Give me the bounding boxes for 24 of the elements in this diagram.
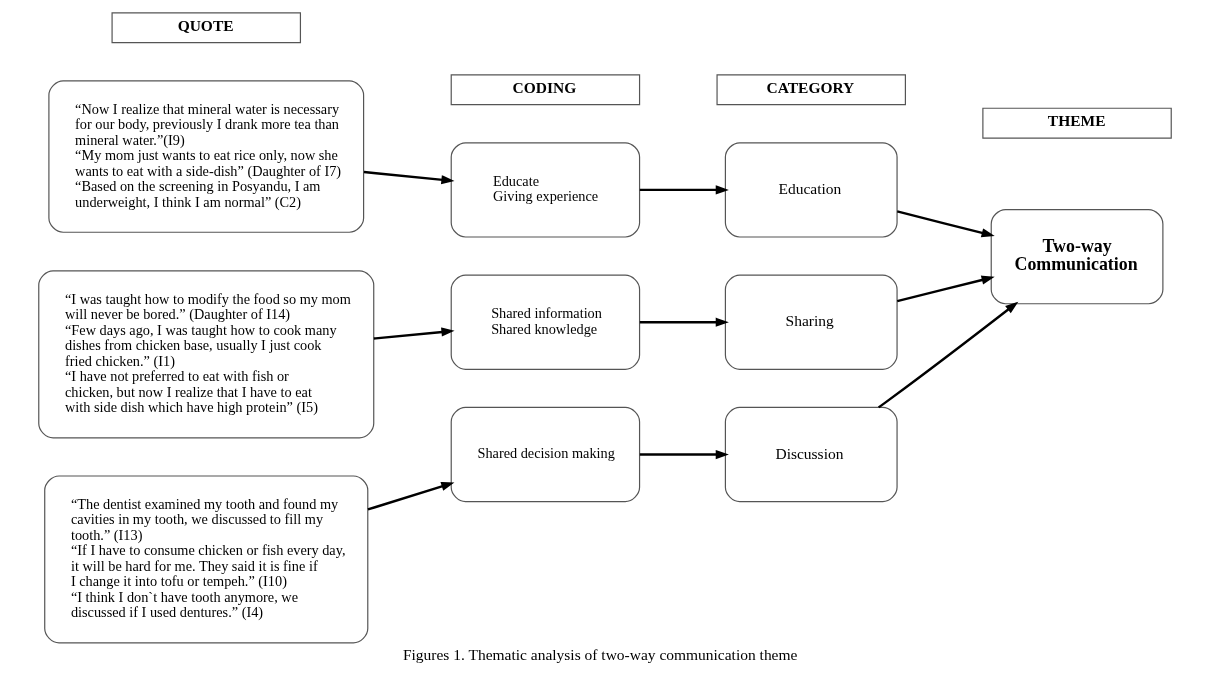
- node-box: “I was taught how to modify the food so my mom will never be bored.” (Daughter of I14) “Few days ago, I was taught how to cook many dishes from chicken base, usually I just cook fried chicken.” (I1) “I have not preferred to eat with fish or chicken, but now I realize that I have to eat with side dish which have high protein” (I5): [38, 270, 375, 439]
- node-box: CATEGORY: [716, 74, 906, 106]
- node-box: QUOTE: [111, 12, 302, 44]
- arrow: [367, 482, 455, 511]
- arrow: [896, 210, 995, 238]
- arrow: [877, 301, 1019, 409]
- node-box: THEME: [982, 107, 1172, 139]
- arrow: [363, 170, 455, 185]
- arrow: [896, 275, 995, 303]
- node-box: Sharing: [724, 274, 898, 370]
- node-box: Shared information Shared knowledge: [450, 274, 641, 370]
- arrow: [639, 185, 729, 195]
- node-box: Two-way Communication: [990, 208, 1164, 305]
- node-box: CODING: [450, 74, 641, 106]
- node-box: Shared decision making: [450, 406, 641, 503]
- arrow: [639, 317, 729, 327]
- arrow: [373, 327, 455, 340]
- node-box: Education: [724, 142, 898, 238]
- node-box: “The dentist examined my tooth and found my cavities in my tooth, we discussed to fill my tooth.” (I13) “If I have to consume chicken or fish every day, it will be hard for me. They said it is fine if I change it into tofu or tempeh.” (I10) “I think I don`t have tooth anymore, we discussed if I used dentures.” (I4): [44, 475, 369, 644]
- node-box: Discussion: [724, 406, 898, 503]
- node-box: “Now I realize that mineral water is necessary for our body, previously I drank more tea than mineral water.”(I9) “My mom just wants to eat rice only, now she wants to eat with a side-dish” (Daughter of I7) “Based on the screening in Posyandu, I am underweight, I think I am normal” (C2): [48, 80, 365, 233]
- arrow: [639, 449, 729, 460]
- caption: Figures 1. Thematic analysis of two-way communication theme: [402, 646, 798, 664]
- node-box: Educate Giving experience: [450, 142, 641, 238]
